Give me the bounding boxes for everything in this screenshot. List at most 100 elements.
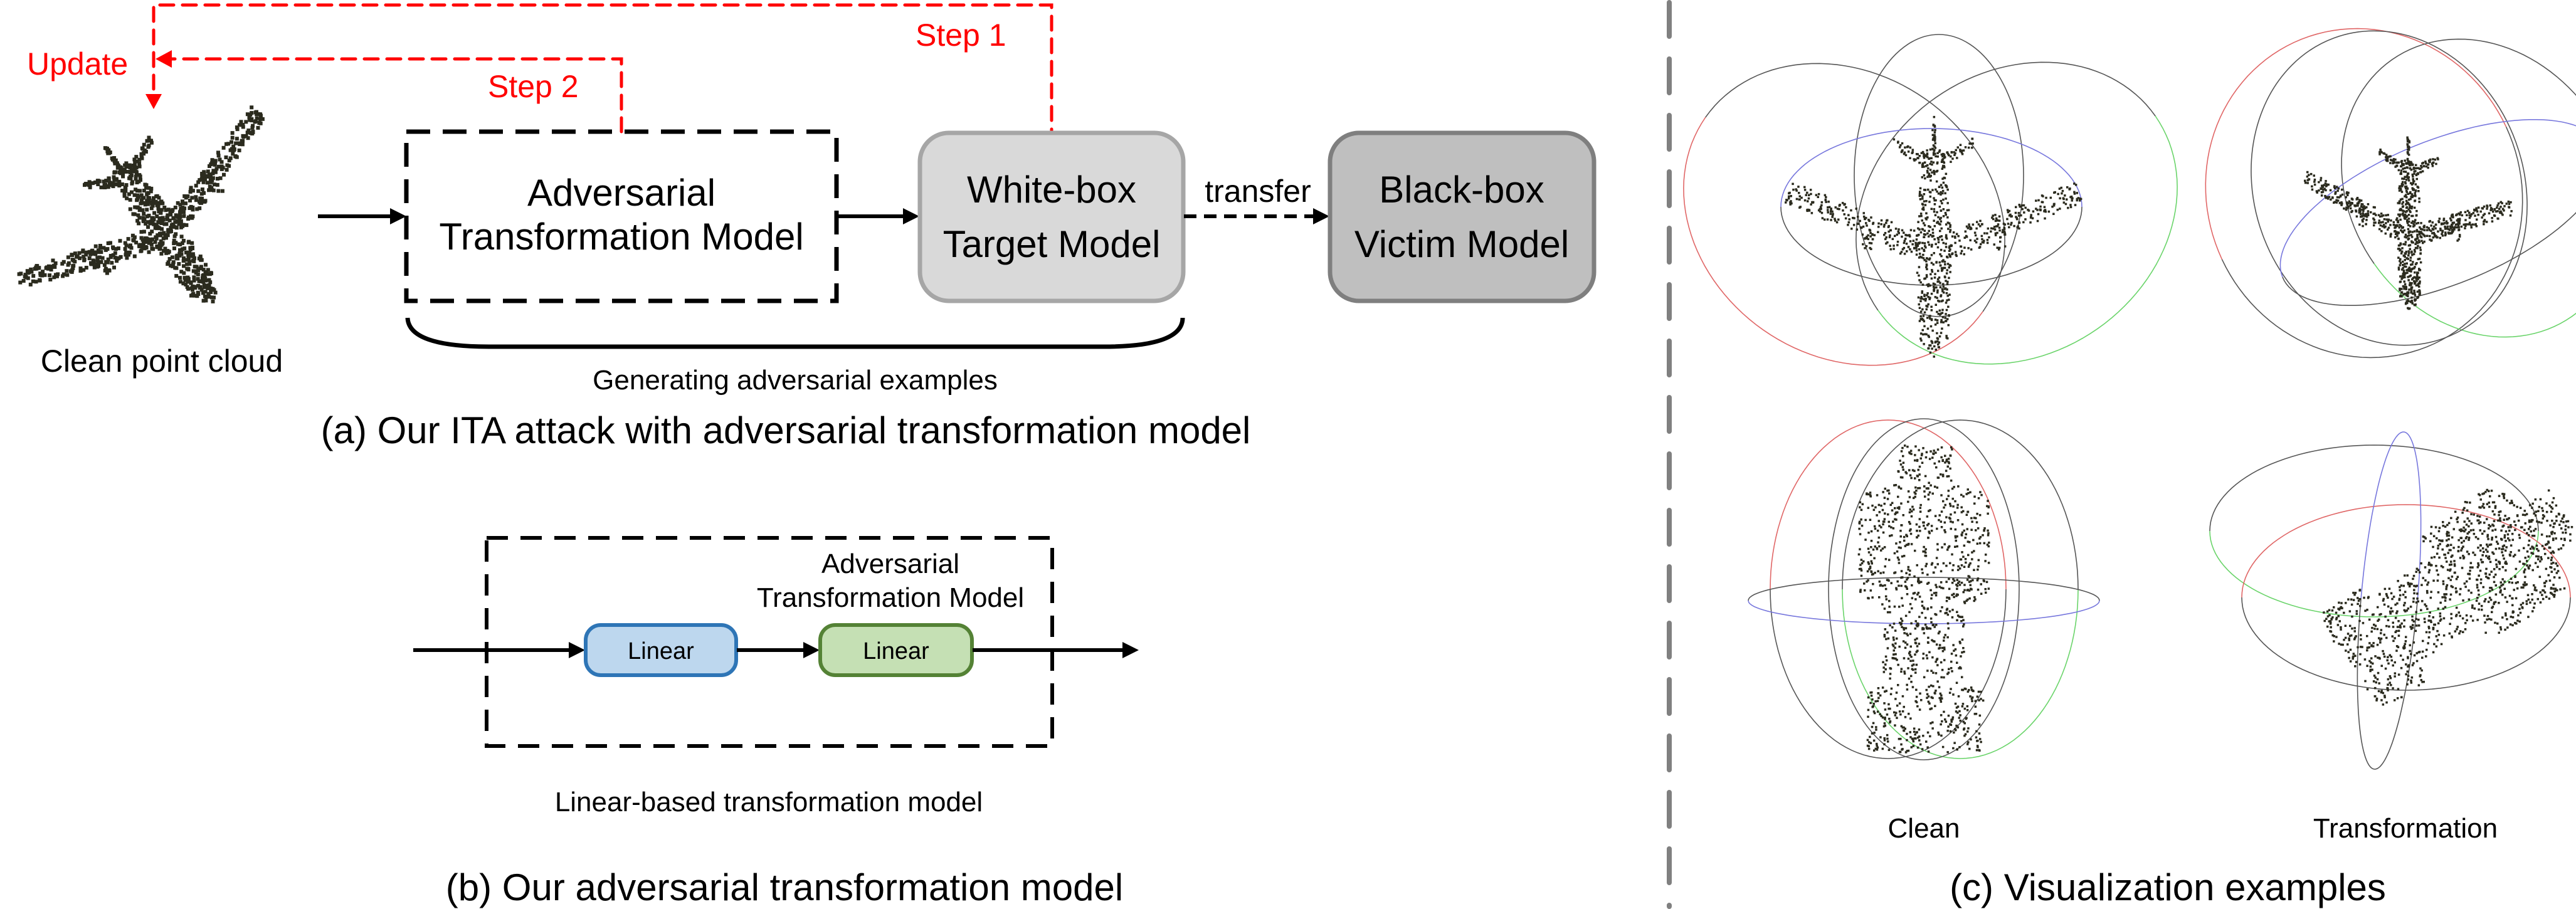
point — [1929, 169, 1932, 171]
point — [2402, 584, 2405, 587]
point — [2414, 282, 2416, 285]
point — [1938, 150, 1941, 153]
point — [1844, 217, 1847, 220]
point — [1929, 273, 1932, 276]
point — [1889, 667, 1891, 670]
point — [2444, 599, 2447, 602]
point — [2350, 203, 2352, 206]
point — [1893, 711, 1896, 714]
point — [1920, 214, 1923, 218]
point — [2406, 235, 2409, 238]
point — [2412, 601, 2415, 603]
point — [106, 185, 110, 189]
point — [1938, 223, 1941, 225]
point — [1925, 308, 1928, 311]
point — [2496, 565, 2498, 569]
point — [111, 253, 115, 257]
point — [1906, 234, 1908, 237]
point — [2531, 552, 2535, 555]
point — [138, 244, 142, 248]
point — [1926, 487, 1929, 490]
point — [2408, 275, 2411, 278]
point — [90, 251, 94, 256]
point — [1887, 230, 1890, 233]
point — [2405, 215, 2409, 218]
point — [2553, 596, 2555, 598]
point — [2383, 633, 2385, 636]
point — [1942, 283, 1945, 285]
point — [2439, 612, 2442, 615]
point — [1931, 624, 1935, 626]
point — [2435, 645, 2438, 648]
point — [2419, 675, 2421, 678]
point — [182, 264, 186, 268]
point — [2402, 212, 2404, 215]
point — [1869, 691, 1872, 694]
point — [120, 182, 124, 186]
point — [193, 265, 197, 269]
point — [2405, 663, 2407, 666]
point — [2405, 609, 2409, 612]
point — [2416, 233, 2419, 236]
point — [2428, 631, 2431, 634]
point — [2406, 271, 2409, 274]
point — [1842, 209, 1844, 212]
point — [1898, 584, 1900, 587]
point — [1938, 341, 1940, 344]
point — [184, 282, 188, 286]
point — [147, 250, 151, 255]
point — [1945, 280, 1947, 282]
point — [2404, 186, 2407, 188]
point — [191, 254, 196, 258]
point — [1887, 489, 1890, 492]
point — [1903, 555, 1906, 557]
point — [34, 280, 38, 284]
point — [204, 174, 208, 178]
point — [1921, 219, 1923, 222]
point — [1805, 194, 1807, 196]
point — [1908, 496, 1911, 498]
point — [1950, 718, 1953, 721]
point — [2427, 642, 2429, 644]
point — [2410, 251, 2413, 254]
point — [181, 199, 184, 204]
point — [1918, 320, 1921, 322]
point — [1935, 643, 1938, 646]
point — [1902, 454, 1904, 458]
point — [2469, 502, 2471, 504]
point — [206, 169, 210, 174]
point — [1940, 191, 1942, 194]
point — [1896, 233, 1899, 236]
point — [2036, 219, 2039, 223]
point — [2474, 536, 2478, 539]
point — [84, 266, 88, 270]
point — [2392, 687, 2394, 690]
point — [1830, 208, 1832, 211]
point — [2452, 528, 2455, 530]
point — [1945, 213, 1947, 216]
point — [2387, 678, 2390, 681]
point — [2518, 533, 2521, 537]
point — [184, 276, 188, 280]
point — [210, 158, 214, 162]
point — [1922, 206, 1925, 209]
point — [201, 291, 205, 295]
step2-arrowhead — [156, 50, 172, 68]
point — [2494, 535, 2498, 539]
point — [2402, 264, 2404, 266]
point — [1925, 740, 1928, 743]
point — [1918, 307, 1921, 309]
point — [2436, 157, 2439, 159]
point — [153, 240, 157, 244]
point — [2488, 212, 2491, 214]
point — [1954, 235, 1956, 238]
point — [2447, 538, 2450, 540]
point — [2400, 191, 2404, 193]
point — [1960, 511, 1963, 513]
ring-x — [2221, 126, 2523, 359]
point — [2468, 553, 2470, 555]
point — [2373, 221, 2375, 224]
point — [2446, 560, 2448, 563]
point — [1887, 224, 1890, 228]
point — [2306, 179, 2309, 182]
